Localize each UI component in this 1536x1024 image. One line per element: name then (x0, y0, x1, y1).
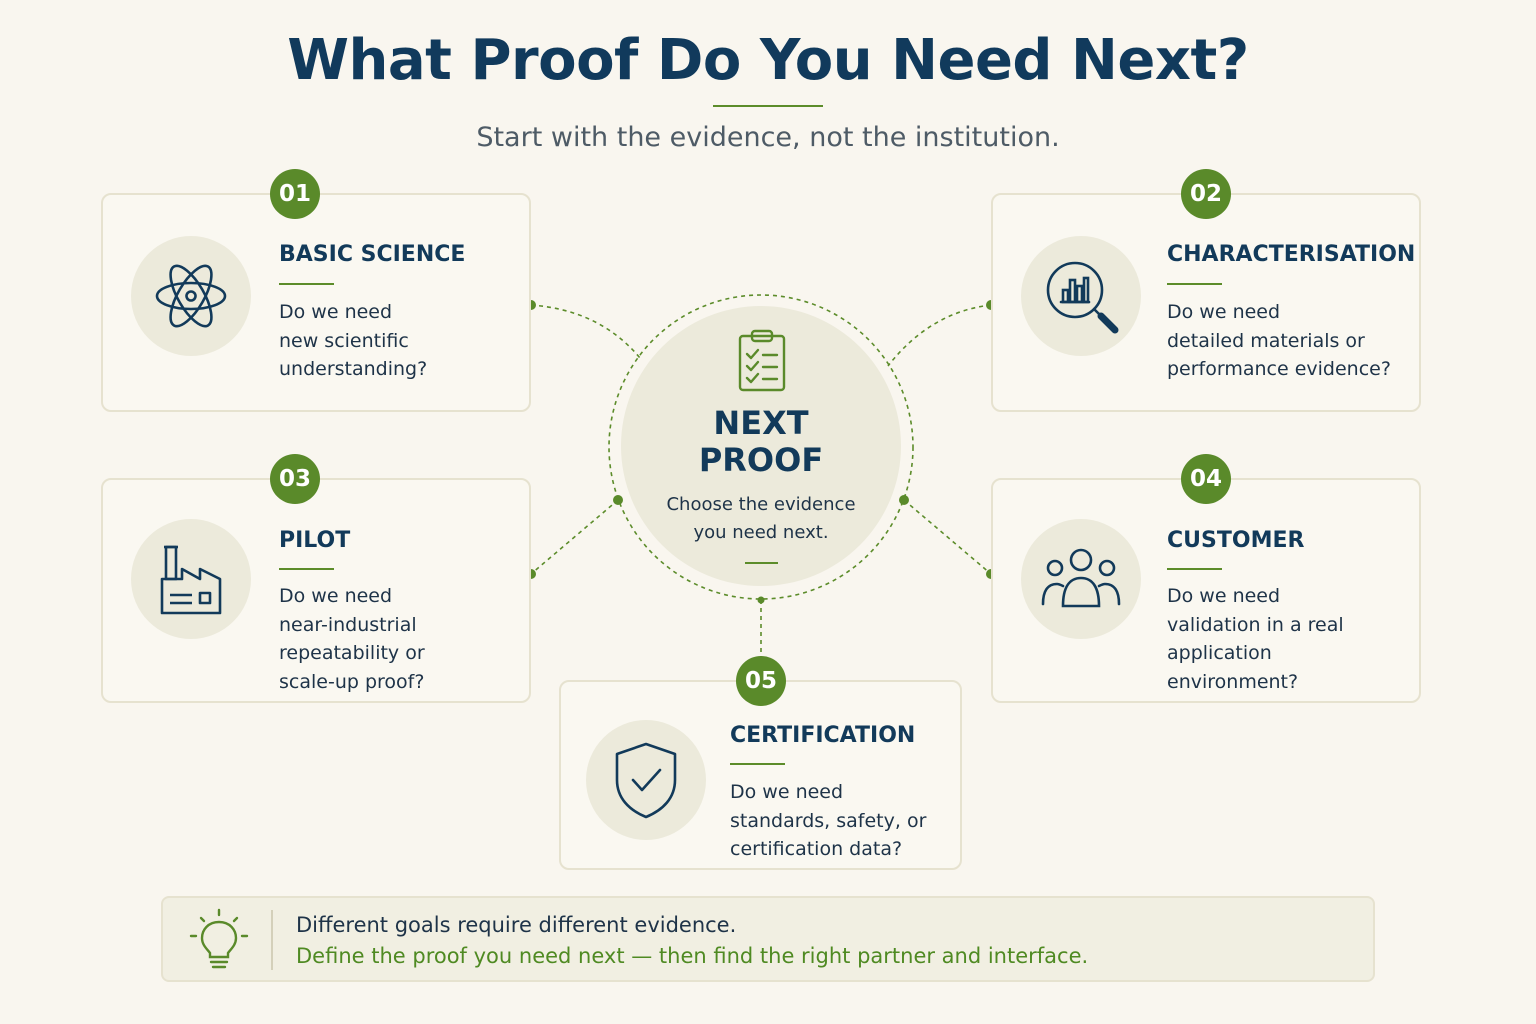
card-customer: CUSTOMER Do we need validation in a real… (991, 478, 1421, 703)
magnifier-chart-icon (1021, 236, 1141, 356)
title-underline (713, 105, 823, 107)
card-description: Do we need near-industrial repeatability… (279, 582, 519, 696)
page-subtitle: Start with the evidence, not the institu… (476, 122, 1060, 153)
card-title-underline (279, 568, 334, 570)
clipboard-checklist-icon (736, 328, 788, 398)
next-proof-hub (621, 306, 901, 586)
connector-01 (530, 304, 641, 359)
card-line: Do we need (730, 781, 844, 803)
connector-02 (887, 304, 992, 367)
shield-check-icon (586, 720, 706, 840)
card-line: certification data? (730, 838, 903, 860)
card-line: near-industrial (279, 613, 417, 636)
card-description: Do we need new scientific understanding? (279, 298, 519, 384)
factory-icon (131, 519, 251, 639)
card-line: application (1167, 642, 1272, 664)
hub-title-line: PROOF (698, 441, 824, 479)
step-badge-03: 03 (270, 454, 320, 504)
page-title: What Proof Do You Need Next? (287, 28, 1249, 93)
card-title: BASIC SCIENCE (279, 242, 466, 267)
card-line: Do we need (1167, 301, 1281, 323)
card-line: Do we need (1167, 585, 1281, 607)
card-line: scale-up proof? (279, 670, 425, 693)
atom-icon (131, 236, 251, 356)
hub-description: Choose the evidence you need next. (621, 491, 901, 547)
card-title: CERTIFICATION (730, 723, 916, 748)
hub-title-line: NEXT (713, 404, 809, 442)
card-line: validation in a real (1167, 613, 1344, 636)
card-characterisation: CHARACTERISATION Do we need detailed mat… (991, 193, 1421, 412)
card-line: new scientific (279, 329, 409, 352)
card-title: CHARACTERISATION (1167, 242, 1416, 267)
card-line: detailed materials or (1167, 329, 1365, 352)
lightbulb-icon (189, 908, 249, 976)
hub-underline (745, 562, 778, 564)
connector-dot-05 (757, 596, 765, 604)
footer-line-1: Different goals require different eviden… (296, 913, 737, 937)
card-line: repeatability or (279, 642, 425, 664)
card-description: Do we need standards, safety, or certifi… (730, 778, 955, 864)
card-title-underline (279, 283, 334, 285)
card-line: standards, safety, or (730, 809, 927, 832)
card-description: Do we need detailed materials or perform… (1167, 298, 1417, 384)
card-line: Do we need (279, 301, 393, 323)
card-title-underline (1167, 283, 1222, 285)
card-title: CUSTOMER (1167, 528, 1305, 553)
card-basic-science: BASIC SCIENCE Do we need new scientific … (101, 193, 531, 412)
card-line: Do we need (279, 585, 393, 607)
card-line: understanding? (279, 358, 428, 380)
footer-callout: Different goals require different eviden… (161, 896, 1375, 982)
card-line: environment? (1167, 670, 1299, 693)
connector-04 (903, 499, 992, 575)
hub-text-line: Choose the evidence (666, 494, 856, 515)
connector-dot-03a (613, 495, 623, 505)
connector-dot-04a (899, 495, 909, 505)
card-title-underline (730, 763, 785, 765)
step-badge-02: 02 (1181, 169, 1231, 219)
card-pilot: PILOT Do we need near-industrial repeata… (101, 478, 531, 703)
step-badge-01: 01 (270, 169, 320, 219)
connector-03 (530, 499, 619, 575)
footer-line-2: Define the proof you need next — then fi… (296, 944, 1089, 968)
hub-dashed-ring (608, 294, 914, 600)
step-badge-04: 04 (1181, 454, 1231, 504)
card-title: PILOT (279, 528, 351, 553)
card-title-underline (1167, 568, 1222, 570)
footer-divider (271, 910, 273, 970)
card-certification: CERTIFICATION Do we need standards, safe… (559, 680, 962, 870)
step-badge-05: 05 (736, 656, 786, 706)
people-group-icon (1021, 519, 1141, 639)
card-line: performance evidence? (1167, 358, 1391, 380)
hub-title: NEXT PROOF (621, 405, 901, 479)
card-description: Do we need validation in a real applicat… (1167, 582, 1407, 696)
hub-text-line: you need next. (693, 522, 829, 543)
